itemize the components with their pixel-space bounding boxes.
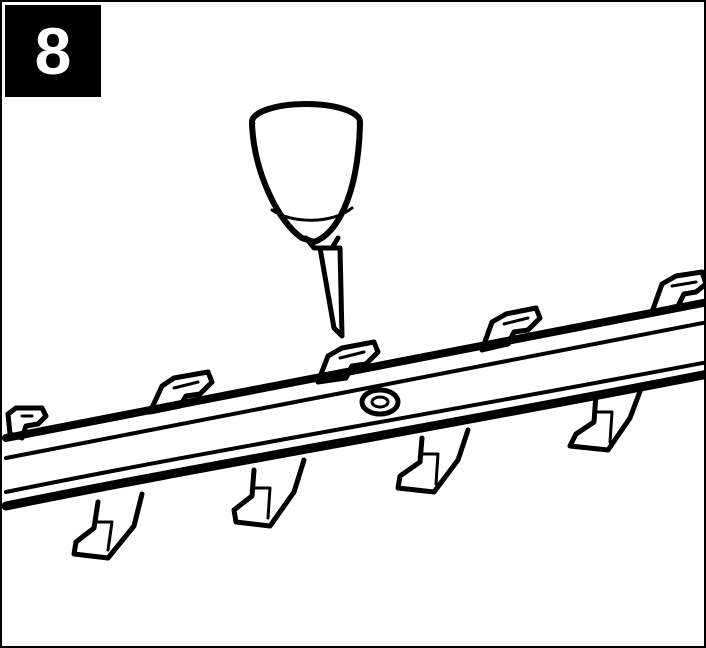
upper-tooth-5	[649, 269, 704, 315]
oil-can-body	[249, 121, 363, 245]
blade-bar	[2, 298, 704, 511]
lower-tooth-1	[71, 491, 145, 561]
blade-nut	[359, 387, 401, 417]
lower-cutter-teeth	[71, 383, 645, 561]
step-number-badge: 8	[5, 5, 101, 97]
lower-tooth-3	[395, 427, 471, 495]
lower-tooth-2	[231, 457, 307, 529]
oil-can	[249, 101, 363, 339]
lower-tooth-4	[567, 383, 645, 453]
oil-can-spout	[317, 245, 345, 339]
